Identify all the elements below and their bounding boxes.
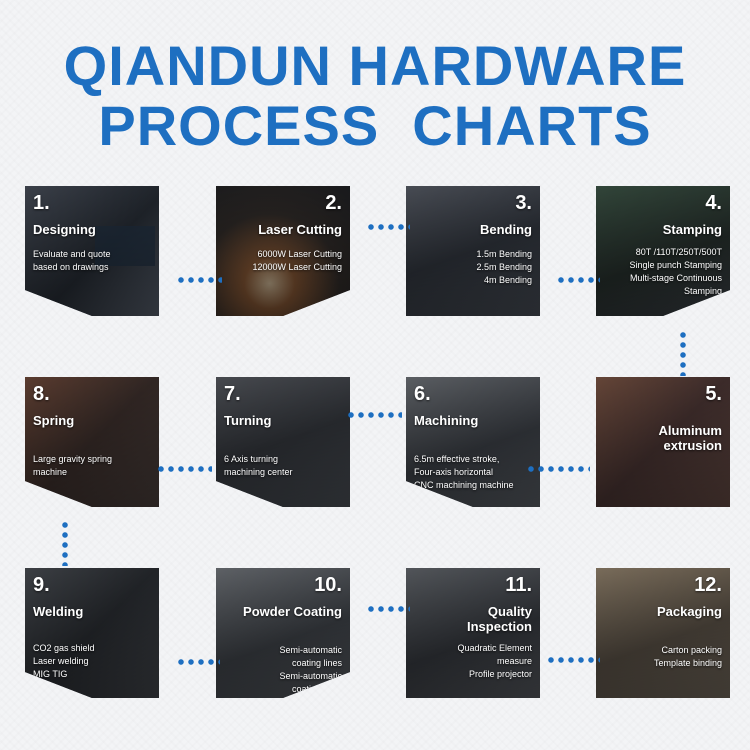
connector-5-6 bbox=[526, 466, 590, 472]
connector-7-8 bbox=[156, 466, 212, 472]
step-title: Designing bbox=[33, 222, 96, 237]
step-number: 4. bbox=[705, 192, 722, 214]
step-title: Turning bbox=[224, 413, 272, 428]
step-number: 8. bbox=[33, 383, 50, 405]
connector-2-3 bbox=[366, 224, 410, 230]
connector-11-12 bbox=[546, 657, 600, 663]
step-card-aluminum-extrusion: 5. Aluminum extrusion bbox=[596, 377, 730, 507]
step-number: 12. bbox=[694, 574, 722, 596]
step-number: 2. bbox=[325, 192, 342, 214]
connector-1-2 bbox=[176, 277, 222, 283]
step-title: Aluminum extrusion bbox=[658, 423, 722, 453]
connector-9-10 bbox=[176, 659, 220, 665]
step-title: Machining bbox=[414, 413, 479, 428]
step-number: 5. bbox=[705, 383, 722, 405]
step-title: Welding bbox=[33, 604, 84, 619]
connector-6-7 bbox=[346, 412, 402, 418]
step-title: Stamping bbox=[662, 222, 722, 237]
connector-4-5 bbox=[680, 330, 686, 376]
step-number: 11. bbox=[505, 574, 532, 596]
connector-10-11 bbox=[366, 606, 410, 612]
step-number: 10. bbox=[314, 574, 342, 596]
step-title: Laser Cutting bbox=[258, 222, 342, 237]
step-number: 1. bbox=[33, 192, 50, 214]
step-title: Quality Inspection bbox=[466, 604, 532, 634]
page-title-line1: QIANDUN HARDWARE bbox=[63, 34, 687, 97]
step-description: 6.5m effective stroke,Four-axis horizont… bbox=[414, 454, 514, 490]
step-number: 3. bbox=[515, 192, 532, 214]
connector-8-9 bbox=[62, 520, 68, 566]
step-title: Packaging bbox=[656, 604, 722, 619]
step-number: 7. bbox=[224, 383, 241, 405]
step-title: Powder Coating bbox=[243, 604, 342, 619]
step-title: Spring bbox=[33, 413, 75, 428]
step-title: Bending bbox=[480, 222, 532, 237]
step-card-quality-inspection: 11. Quality Inspection Quadratic Element… bbox=[406, 568, 540, 698]
step-number: 6. bbox=[414, 383, 431, 405]
connector-3-4 bbox=[556, 277, 600, 283]
step-card-machining: 6. Machining 6.5m effective stroke,Four-… bbox=[406, 377, 540, 507]
step-number: 9. bbox=[33, 574, 50, 596]
page-title-line2: PROCESS CHARTS bbox=[98, 94, 652, 157]
